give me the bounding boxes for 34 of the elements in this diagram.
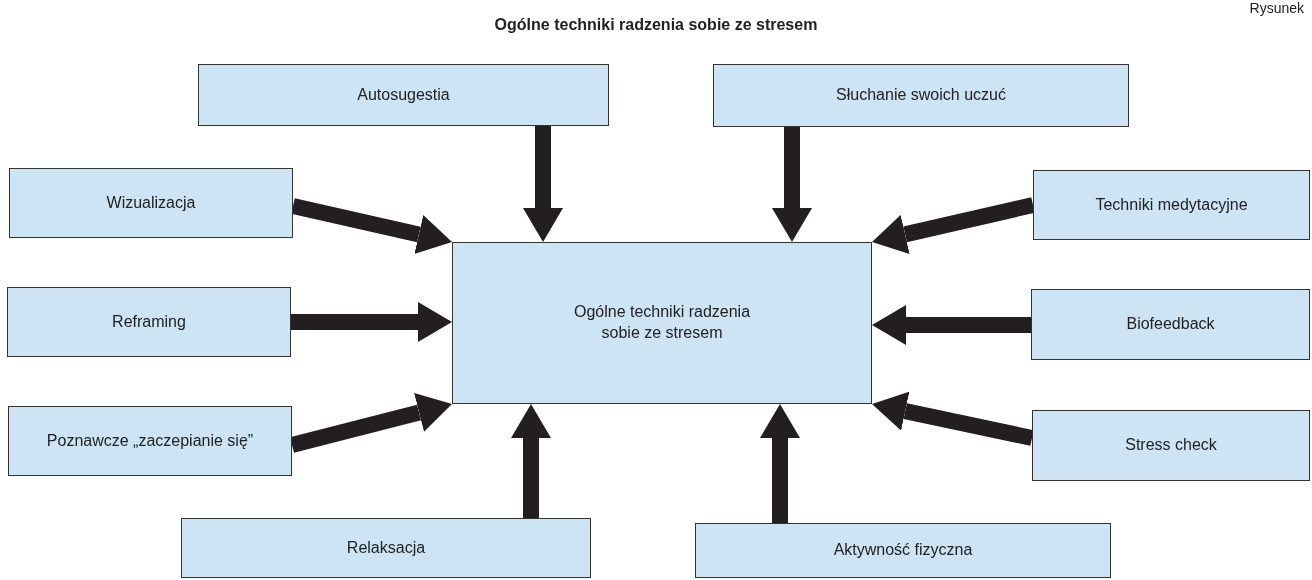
box-text: Relaksacja — [346, 537, 426, 558]
technique-box — [181, 518, 591, 578]
block-arrow — [291, 198, 452, 254]
technique-box — [9, 168, 293, 238]
central-box — [452, 242, 872, 404]
box-text: Ogólne techniki radzenia sobie ze stresem — [572, 302, 752, 343]
box-text: Słuchanie swoich uczuć — [836, 85, 1006, 106]
box-text: Biofeedback — [1126, 314, 1215, 335]
technique-box — [1032, 410, 1310, 481]
technique-box — [695, 523, 1111, 578]
box-text: Aktywność fizyczna — [833, 540, 973, 561]
technique-box — [7, 287, 291, 357]
box-text: Poznawcze „zaczepianie się” — [46, 430, 254, 451]
box-text: Reframing — [112, 311, 186, 332]
diagram-title: Ogólne techniki radzenia sobie ze stresem — [493, 16, 819, 34]
box-text: Stress check — [1125, 435, 1217, 456]
technique-box — [713, 64, 1129, 127]
technique-box — [1033, 170, 1310, 240]
block-arrow — [872, 305, 1031, 345]
figure-label: Rysunek — [1249, 0, 1304, 16]
technique-box — [8, 406, 292, 476]
block-arrow — [511, 404, 551, 518]
block-arrow — [772, 127, 812, 242]
block-arrow — [291, 302, 452, 342]
technique-box — [198, 64, 609, 126]
box-text: Techniki medytacyjne — [1095, 194, 1248, 215]
box-text: Wizualizacja — [106, 192, 196, 213]
technique-box — [1031, 289, 1310, 360]
box-text: Autosugestia — [357, 84, 450, 105]
block-arrow — [872, 197, 1035, 254]
block-arrow — [760, 404, 800, 523]
block-arrow — [523, 126, 563, 242]
block-arrow — [290, 393, 452, 453]
block-arrow — [872, 391, 1034, 446]
